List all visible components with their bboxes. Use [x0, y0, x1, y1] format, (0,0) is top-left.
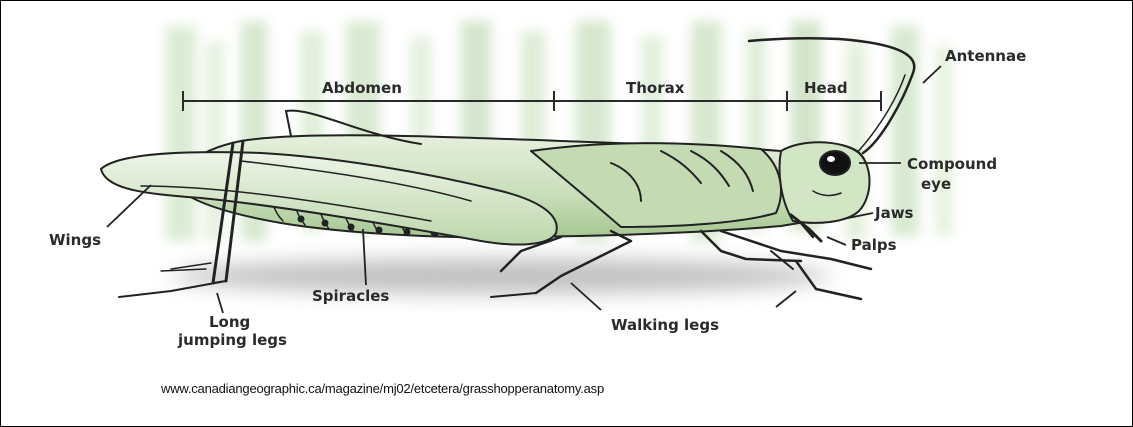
- ground-shadow: [171, 258, 831, 294]
- abdomen-label: Abdomen: [322, 79, 402, 97]
- spiracles-label: Spiracles: [312, 287, 389, 305]
- thorax-label: Thorax: [626, 79, 685, 97]
- head-label: Head: [804, 79, 848, 97]
- walking-legs-label: Walking legs: [611, 316, 719, 334]
- source-url: www.canadiangeographic.ca/magazine/mj02/…: [160, 381, 604, 396]
- antennae-label: Antennae: [945, 47, 1026, 65]
- compound-eye-label-line1: Compound: [907, 155, 997, 173]
- long-jumping-legs-label-line2: jumping legs: [177, 331, 287, 349]
- palps-label: Palps: [851, 236, 897, 254]
- compound-eye-label-line2: eye: [921, 175, 951, 193]
- wings-label: Wings: [49, 231, 101, 249]
- long-jumping-legs-label-line1: Long: [209, 313, 250, 331]
- jaws-label: Jaws: [874, 204, 914, 222]
